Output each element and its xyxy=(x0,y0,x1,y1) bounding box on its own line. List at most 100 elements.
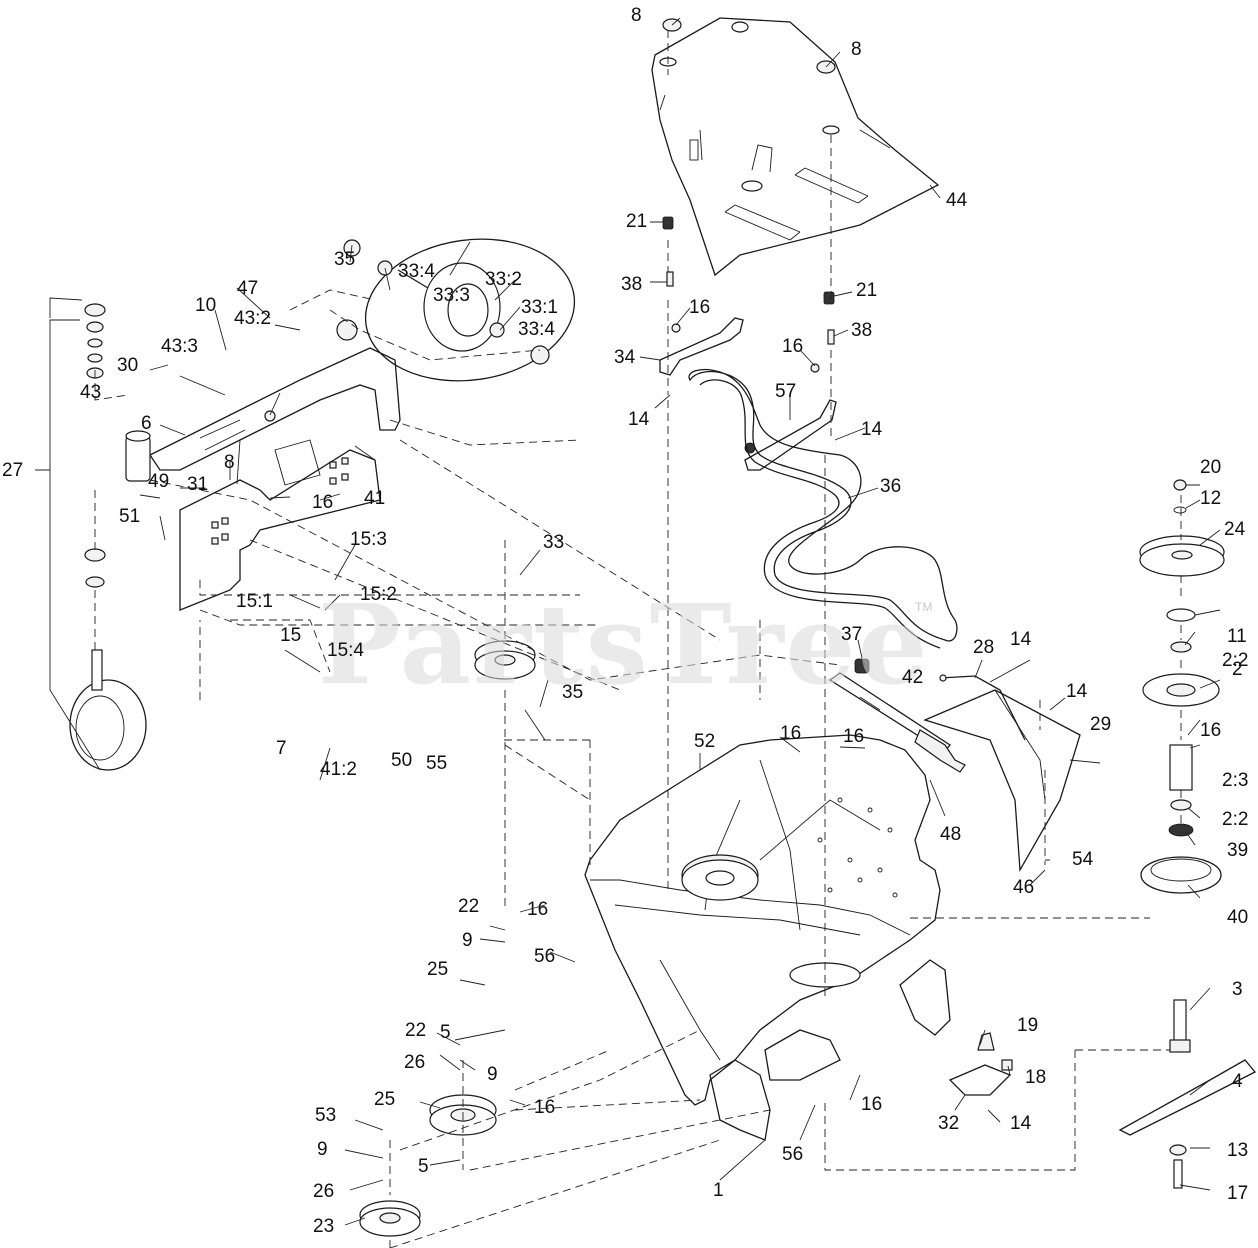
spring-rod-28 xyxy=(939,674,1026,741)
idler-pulley-25-upper xyxy=(474,640,536,680)
callout-57: 57 xyxy=(775,381,797,402)
callout-50: 50 xyxy=(391,750,413,771)
callout-43-2: 43:2 xyxy=(234,308,271,329)
callout-20: 20 xyxy=(1200,457,1222,478)
callout-12: 12 xyxy=(1200,488,1222,509)
callout-51: 51 xyxy=(119,506,141,527)
callout-15-2: 15:2 xyxy=(360,584,397,605)
callout-16: 16 xyxy=(534,1097,556,1118)
callout-16: 16 xyxy=(843,726,865,747)
bracket-32 xyxy=(948,1032,1013,1096)
callout-9: 9 xyxy=(487,1064,498,1085)
callout-26: 26 xyxy=(313,1181,335,1202)
callout-42: 42 xyxy=(902,667,924,688)
callout-5: 5 xyxy=(440,1022,451,1043)
callout-1: 1 xyxy=(713,1180,724,1201)
spacer-21-38 xyxy=(662,216,835,345)
callout-9: 9 xyxy=(462,930,473,951)
callout-23: 23 xyxy=(313,1216,335,1237)
callout-10: 10 xyxy=(195,295,217,316)
callout-43-3: 43:3 xyxy=(161,336,198,357)
callout-33-4: 33:4 xyxy=(398,261,435,282)
callout-22: 22 xyxy=(458,896,480,917)
callout-34: 34 xyxy=(614,347,636,368)
idler-pulley-23 xyxy=(359,1200,421,1237)
callout-6: 6 xyxy=(141,413,152,434)
callout-14: 14 xyxy=(1066,681,1088,702)
callout-18: 18 xyxy=(1025,1067,1047,1088)
callout-44: 44 xyxy=(946,190,968,211)
callout-25: 25 xyxy=(374,1089,396,1110)
callout-3: 3 xyxy=(1232,979,1243,1000)
callout-33: 33 xyxy=(543,532,565,553)
drive-belt-36 xyxy=(688,368,958,649)
watermark-trademark: TM xyxy=(915,600,933,614)
callout-43: 43 xyxy=(80,382,102,403)
callout-8: 8 xyxy=(851,39,862,60)
caster-arm-43 xyxy=(125,319,401,482)
spindle-assembly-2 xyxy=(1118,479,1257,1189)
callout-31: 31 xyxy=(187,474,209,495)
callout-2: 2 xyxy=(1232,659,1243,680)
callout-11: 11 xyxy=(1227,626,1247,647)
callout-38: 38 xyxy=(851,320,873,341)
mower-deck-1 xyxy=(584,734,951,1141)
callout-56: 56 xyxy=(534,946,556,967)
callout-16: 16 xyxy=(861,1094,883,1115)
damper-42 xyxy=(828,658,966,773)
callout-47: 47 xyxy=(237,278,259,299)
deck-shield-44 xyxy=(651,17,940,277)
callout-8: 8 xyxy=(631,5,642,26)
callout-30: 30 xyxy=(117,355,139,376)
idler-pulley-25-lower xyxy=(429,1094,497,1136)
callout-53: 53 xyxy=(315,1105,337,1126)
callout-52: 52 xyxy=(694,731,716,752)
callout-15-1: 15:1 xyxy=(236,591,273,612)
callout-16: 16 xyxy=(689,297,711,318)
callout-26: 26 xyxy=(404,1052,426,1073)
callout-54: 54 xyxy=(1072,849,1094,870)
callout-16: 16 xyxy=(312,492,334,513)
callout-33-3: 33:3 xyxy=(433,285,470,306)
callout-2-2: 2:2 xyxy=(1222,650,1249,671)
callout-24: 24 xyxy=(1224,519,1246,540)
callout-46: 46 xyxy=(1013,877,1035,898)
callout-14: 14 xyxy=(1010,1113,1032,1134)
callout-33-1: 33:1 xyxy=(521,297,558,318)
callout-40: 40 xyxy=(1227,907,1249,928)
wheel-33 xyxy=(343,238,576,382)
callout-9: 9 xyxy=(317,1139,328,1160)
callout-15-3: 15:3 xyxy=(350,529,387,550)
callout-36: 36 xyxy=(880,476,902,497)
callout-2-2: 2:2 xyxy=(1222,809,1249,830)
callout-41-2: 41:2 xyxy=(320,759,357,780)
belt-guard-29 xyxy=(923,689,1081,873)
leader-lines xyxy=(35,17,1221,1248)
callout-33-2: 33:2 xyxy=(485,269,522,290)
callout-14: 14 xyxy=(628,409,650,430)
callout-29: 29 xyxy=(1090,714,1112,735)
callout-13: 13 xyxy=(1227,1140,1249,1161)
callout-21: 21 xyxy=(856,280,878,301)
callout-14: 14 xyxy=(1010,629,1032,650)
callout-33-4: 33:4 xyxy=(518,319,555,340)
callout-16: 16 xyxy=(527,899,549,920)
callout-35: 35 xyxy=(562,682,584,703)
callout-55: 55 xyxy=(426,753,448,774)
callout-17: 17 xyxy=(1227,1183,1249,1204)
callout-35: 35 xyxy=(334,249,356,270)
callout-4: 4 xyxy=(1232,1071,1243,1092)
callout-48: 48 xyxy=(940,824,962,845)
callout-37: 37 xyxy=(841,624,863,645)
callout-19: 19 xyxy=(1017,1015,1039,1036)
callout-15: 15 xyxy=(280,625,302,646)
callout-16: 16 xyxy=(780,723,802,744)
callout-32: 32 xyxy=(938,1113,960,1134)
callout-16: 16 xyxy=(782,336,804,357)
idler-arm-57 xyxy=(744,363,837,471)
callout-21: 21 xyxy=(626,211,648,232)
callout-39: 39 xyxy=(1227,840,1249,861)
callout-2-3: 2:3 xyxy=(1222,770,1249,791)
callout-56: 56 xyxy=(782,1144,804,1165)
